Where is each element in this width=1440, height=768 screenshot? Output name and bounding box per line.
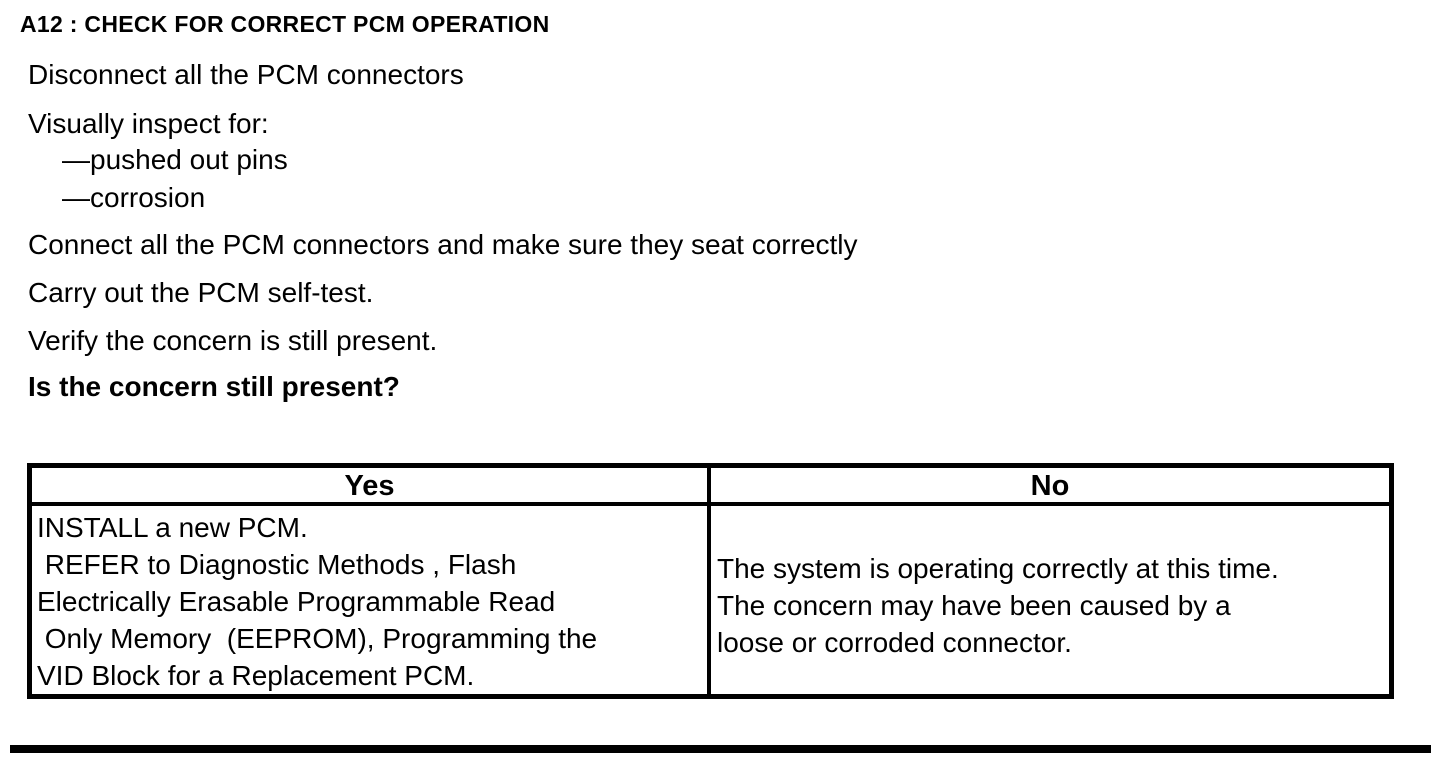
yes-action-line: INSTALL a new PCM. xyxy=(37,512,308,543)
yes-action-line: VID Block for a Replacement PCM. xyxy=(37,660,475,691)
no-column-header: No xyxy=(711,468,1389,506)
yes-action-line: REFER to Diagnostic Methods , Flash xyxy=(37,549,517,580)
yes-action-cell: INSTALL a new PCM. REFER to Diagnostic M… xyxy=(32,506,711,694)
no-action-line: The system is operating correctly at thi… xyxy=(717,553,1279,584)
procedure-step: Connect all the PCM connectors and make … xyxy=(28,229,858,260)
inspection-item: —pushed out pins xyxy=(62,144,288,175)
no-action-cell: The system is operating correctly at thi… xyxy=(711,506,1389,694)
yes-no-decision-table: Yes No INSTALL a new PCM. REFER to Diagn… xyxy=(27,463,1394,699)
inspection-item: —corrosion xyxy=(62,182,206,213)
procedure-step: Carry out the PCM self-test. xyxy=(28,277,374,308)
test-step-heading: A12 : CHECK FOR CORRECT PCM OPERATION xyxy=(20,11,550,37)
no-action-line: loose or corroded connector. xyxy=(717,627,1072,658)
procedure-step: Visually inspect for: xyxy=(28,108,269,139)
yes-action-line: Electrically Erasable Programmable Read xyxy=(37,586,556,617)
no-action-line: The concern may have been caused by a xyxy=(717,590,1231,621)
procedure-step: Verify the concern is still present. xyxy=(28,325,438,356)
yes-action-line: Only Memory (EEPROM), Programming the xyxy=(37,623,598,654)
section-divider-rule xyxy=(10,745,1431,753)
procedure-step: Disconnect all the PCM connectors xyxy=(28,59,464,90)
yes-column-header: Yes xyxy=(32,468,711,506)
decision-question: Is the concern still present? xyxy=(28,371,400,402)
